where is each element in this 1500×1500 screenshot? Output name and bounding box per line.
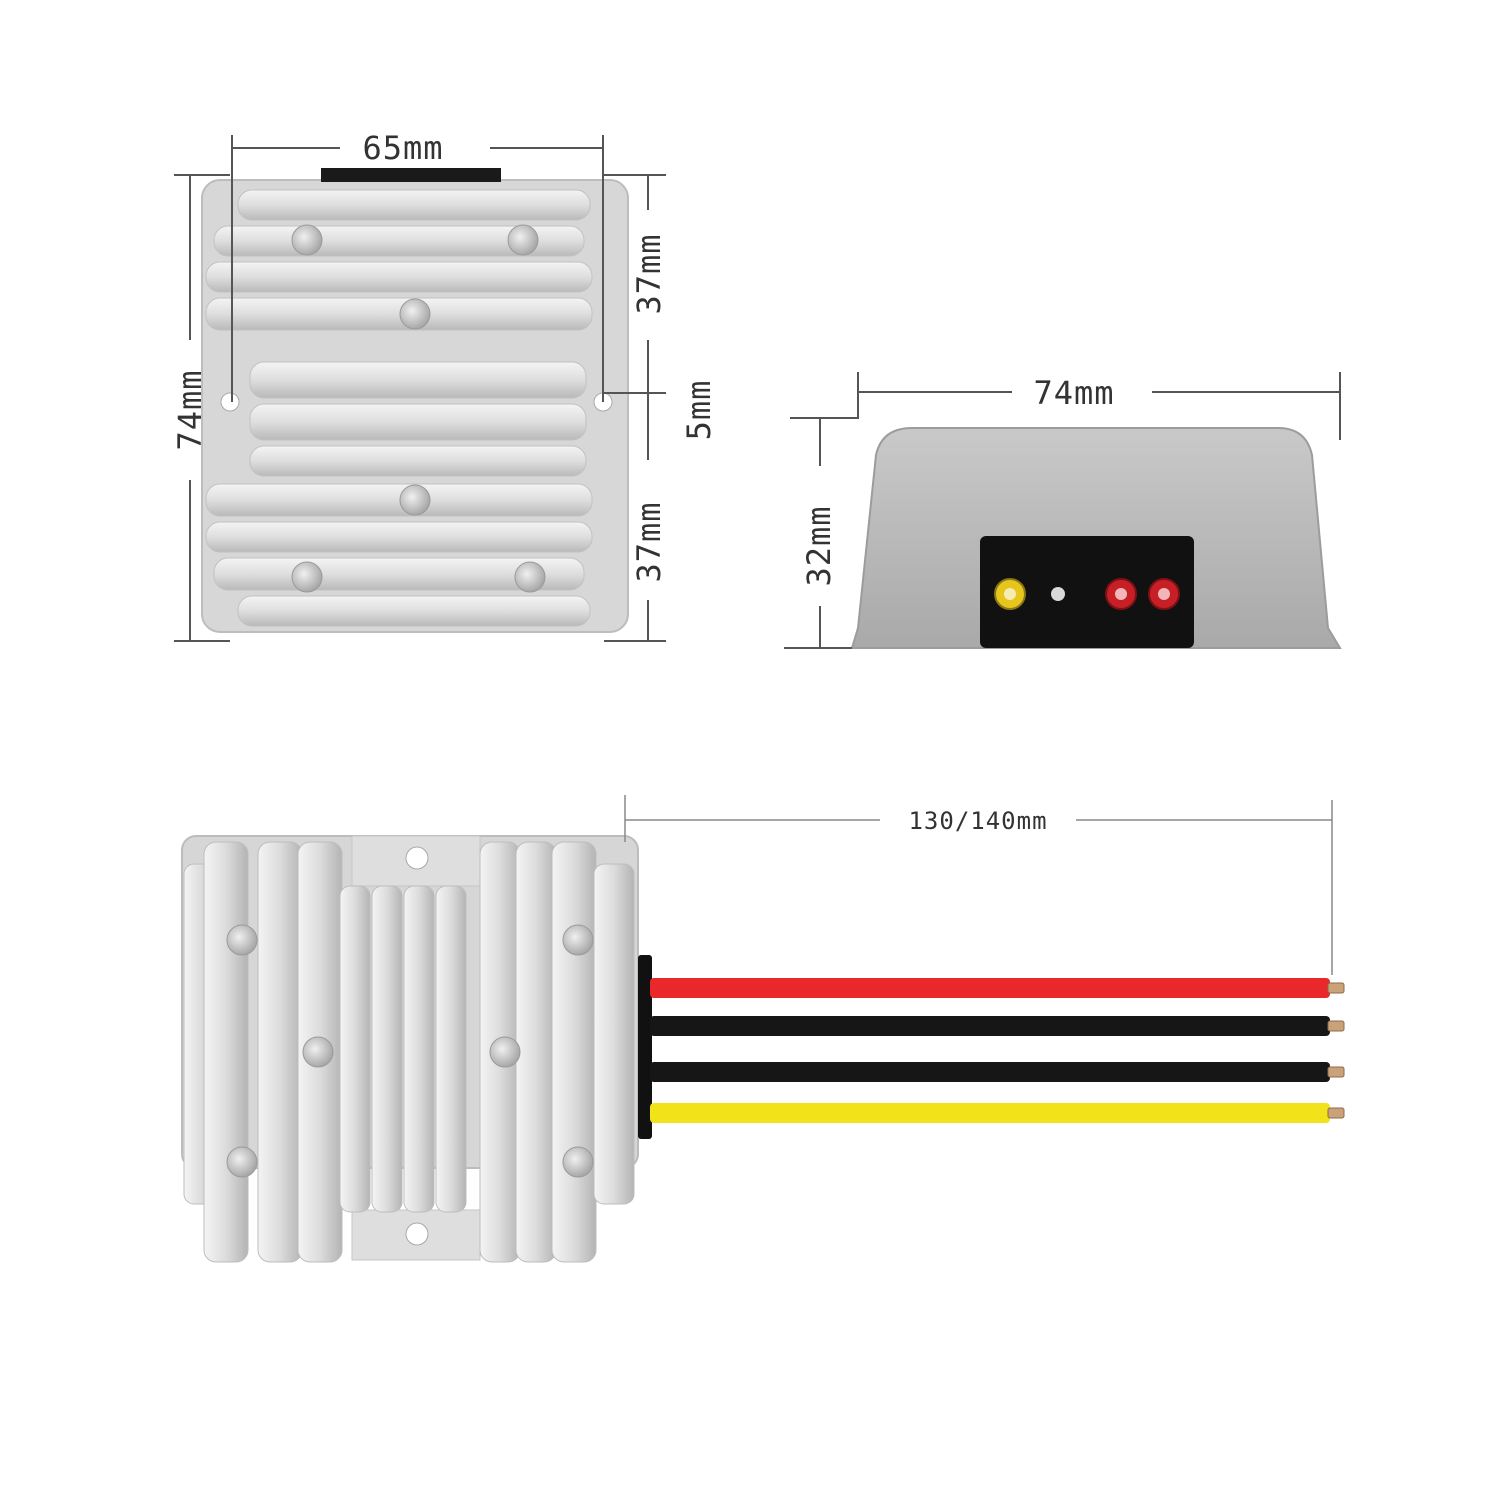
- top-view-upper-fin-label: 37mm: [630, 233, 668, 314]
- wire-yellow: [650, 1103, 1330, 1123]
- wired-view-wire-grommet: [638, 955, 652, 1139]
- side-view: 74mm 32mm: [784, 372, 1342, 649]
- top-view-hole-label: 5mm: [680, 380, 718, 441]
- side-view-height-label: 32mm: [800, 505, 838, 586]
- side-view-connector-panel: [980, 536, 1194, 648]
- top-view-lower-fin-label: 37mm: [630, 501, 668, 582]
- top-view-screws: [291, 224, 546, 593]
- wire-black-2: [650, 1062, 1330, 1082]
- side-view-yellow-terminal-core: [1004, 588, 1016, 600]
- wire-red: [650, 978, 1330, 998]
- top-view-connector: [321, 168, 501, 182]
- wire-length-label: 130/140mm: [908, 807, 1047, 835]
- side-view-red-terminal-1-core: [1115, 588, 1127, 600]
- side-view-width-label: 74mm: [1033, 374, 1114, 412]
- wire-stripped-ends: [1327, 982, 1345, 1119]
- side-view-red-terminal-2-core: [1158, 588, 1170, 600]
- top-view-fins: [205, 189, 593, 627]
- top-view-width-label: 65mm: [362, 129, 443, 167]
- wire-black-1: [650, 1016, 1330, 1036]
- wired-view-mount-hole-bottom: [405, 1222, 429, 1246]
- top-view-height-label: 74mm: [171, 369, 209, 450]
- top-view-dimension-lines: [174, 135, 666, 642]
- wired-view-fins: [183, 841, 635, 1263]
- wired-view-screws: [226, 924, 594, 1178]
- top-view-mount-hole-left: [220, 392, 240, 412]
- wired-view: 130/140mm: [181, 795, 1345, 1263]
- wired-view-mount-hole-top: [405, 846, 429, 870]
- side-view-dimension-lines: [784, 372, 1341, 649]
- wired-view-dimension-lines: [624, 795, 1333, 975]
- side-view-led: [1051, 587, 1065, 601]
- top-view: 65mm 74mm 37mm 37mm 5mm: [171, 129, 718, 642]
